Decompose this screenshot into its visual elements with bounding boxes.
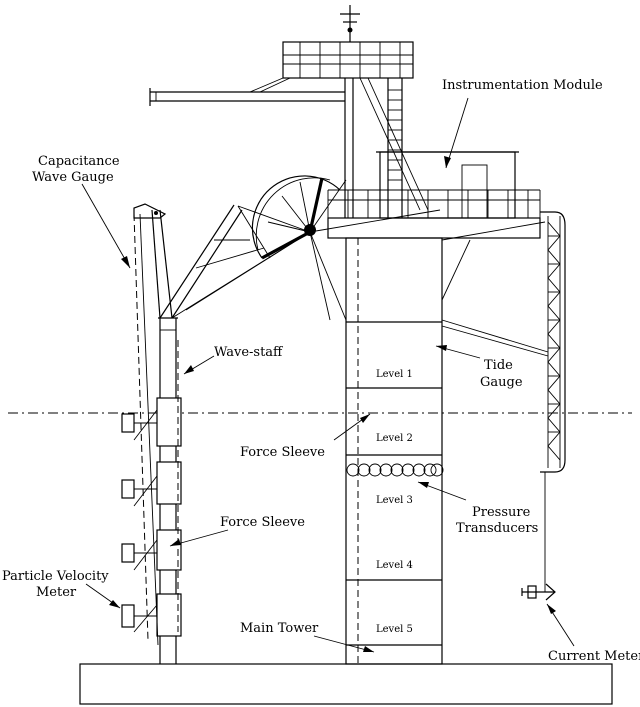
seabed-base bbox=[79, 663, 613, 705]
deck-platform bbox=[327, 189, 541, 239]
label-force-sleeve-main: Force Sleeve bbox=[240, 445, 325, 460]
label-wave-staff: Wave-staff bbox=[214, 345, 284, 360]
current-meter-icon bbox=[521, 583, 556, 601]
label-capacitance-line1: Capacitance bbox=[38, 154, 120, 169]
upper-crane-boom bbox=[149, 77, 345, 106]
wind-vane-icon bbox=[340, 5, 360, 42]
particle-velocity-meters bbox=[121, 409, 158, 633]
capacitance-wave-gauge-pole bbox=[133, 203, 173, 646]
lattice-crane-arm bbox=[159, 179, 441, 321]
label-instrumentation-module: Instrumentation Module bbox=[442, 78, 603, 93]
tide-gauge-lattice-tower bbox=[441, 211, 566, 592]
label-current-meter: Current Meter bbox=[548, 649, 640, 664]
level-label: Level 2 bbox=[376, 433, 413, 444]
mast-structure bbox=[282, 41, 429, 218]
level-label: Level 3 bbox=[376, 495, 413, 506]
label-pressure-line1: Pressure bbox=[472, 505, 531, 520]
label-force-sleeve-left: Force Sleeve bbox=[220, 515, 305, 530]
level-label: Level 5 bbox=[376, 624, 413, 635]
label-tide-line1: Tide bbox=[484, 358, 513, 373]
label-main-tower: Main Tower bbox=[240, 621, 319, 636]
label-tide-line2: Gauge bbox=[480, 375, 523, 390]
leader-arrows bbox=[81, 97, 575, 653]
label-capacitance-line2: Wave Gauge bbox=[32, 170, 114, 185]
crane-wheel bbox=[251, 175, 341, 260]
main-tower bbox=[345, 237, 443, 665]
wave-staff-tower bbox=[156, 317, 182, 664]
label-particle-line1: Particle Velocity bbox=[2, 569, 109, 584]
pressure-transducer-ring bbox=[346, 463, 444, 477]
level-label: Level 1 bbox=[376, 369, 413, 380]
level-label: Level 4 bbox=[376, 560, 413, 571]
label-particle-line2: Meter bbox=[36, 585, 77, 600]
label-pressure-line2: Transducers bbox=[456, 521, 538, 536]
instrumentation-module-house bbox=[376, 151, 519, 219]
